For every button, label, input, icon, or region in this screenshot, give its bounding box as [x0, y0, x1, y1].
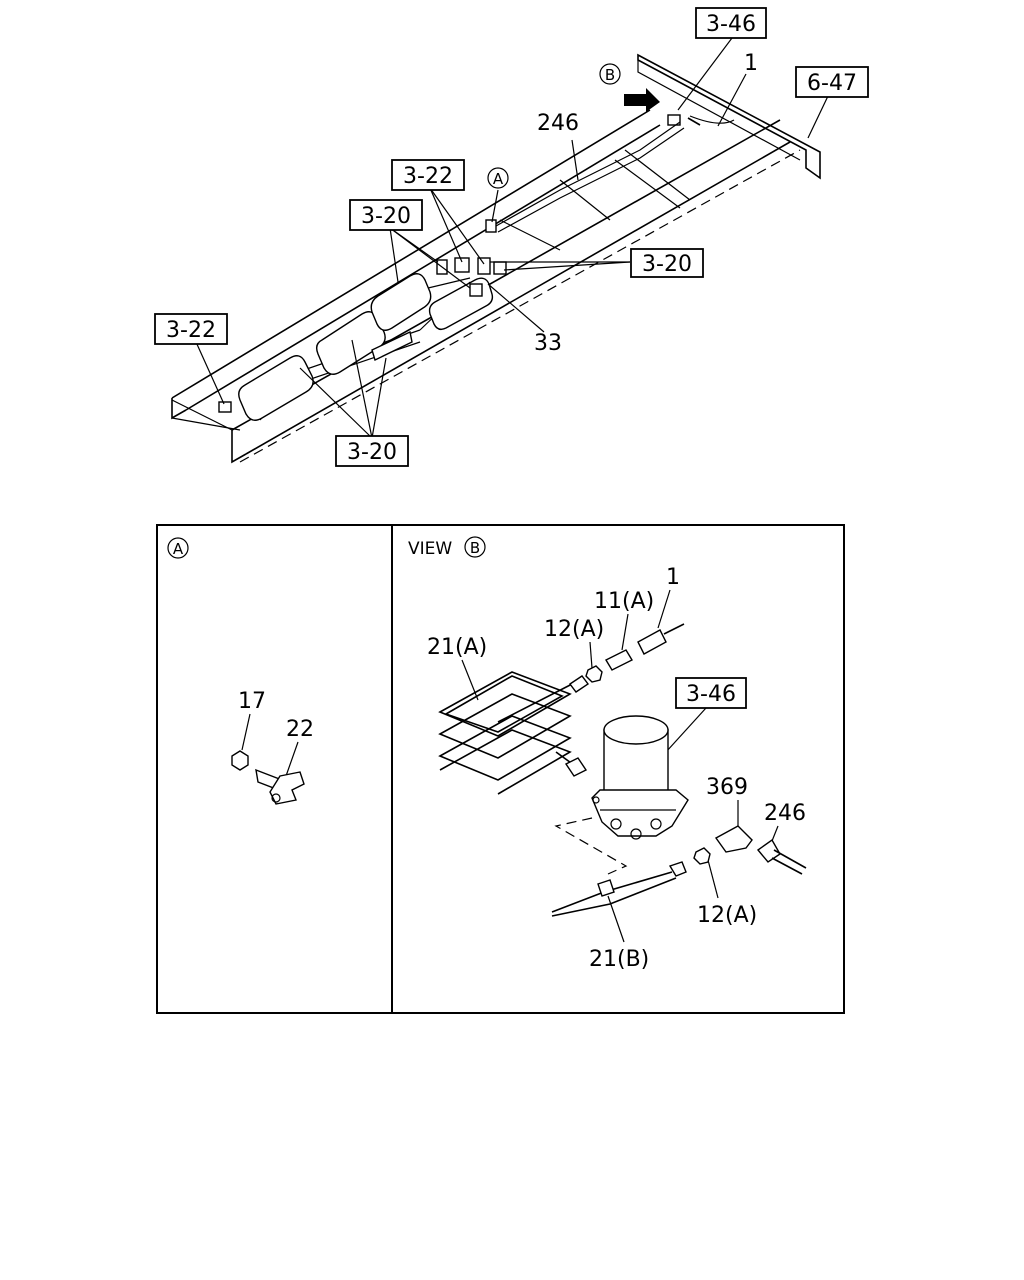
view-b-arrow	[624, 88, 660, 112]
callout-246: 246	[537, 111, 579, 136]
svg-text:3-22: 3-22	[403, 164, 453, 189]
label-12a-top: 12(A)	[544, 617, 604, 642]
label-246: 246	[764, 801, 806, 826]
callout-1: 1	[744, 51, 758, 76]
svg-text:6-47: 6-47	[807, 71, 857, 96]
air-dryer	[591, 715, 689, 840]
panel-b-circle-label: B	[464, 536, 486, 558]
fitting-left	[218, 401, 232, 413]
label-11a: 11(A)	[594, 589, 654, 614]
ref-label-346-panel-b: 3-46	[675, 677, 747, 709]
panel-b: VIEW B 1 11(A) 12(A) 21(A) 369 246 12(A)…	[408, 536, 807, 972]
pipe-21b	[551, 861, 687, 917]
circle-a-marker: A	[487, 167, 509, 189]
panel-a: A 17 22	[167, 537, 314, 805]
ref-label-320-lower: 3-20	[335, 435, 409, 467]
coil-pipe-21a	[438, 671, 579, 795]
label-21a: 21(A)	[427, 635, 487, 660]
ref-label-346-top: 3-46	[695, 7, 767, 39]
svg-text:A: A	[493, 170, 504, 188]
label-21b: 21(B)	[589, 947, 649, 972]
tee-369	[714, 825, 753, 853]
top-leader-lines	[195, 37, 829, 439]
fitting-1	[637, 629, 667, 655]
ref-label-320-upper: 3-20	[349, 199, 423, 231]
svg-text:3-46: 3-46	[686, 682, 736, 707]
label-22: 22	[286, 717, 314, 742]
nut-12a-bottom	[693, 847, 711, 865]
svg-text:B: B	[605, 66, 615, 84]
svg-text:A: A	[173, 540, 184, 558]
label-12a-bottom: 12(A)	[697, 903, 757, 928]
view-b-title: VIEW	[408, 539, 452, 559]
label-369: 369	[706, 775, 748, 800]
detail-panels-border	[156, 524, 845, 1014]
ref-label-647: 6-47	[795, 66, 869, 98]
ref-label-320-right: 3-20	[630, 248, 704, 278]
nut-17	[231, 750, 249, 771]
svg-text:3-20: 3-20	[347, 440, 397, 465]
svg-text:3-20: 3-20	[642, 252, 692, 277]
ref-label-322-upper: 3-22	[391, 159, 465, 191]
union-11a	[605, 649, 633, 671]
circle-b-marker: B	[599, 63, 621, 85]
svg-text:3-46: 3-46	[706, 12, 756, 37]
svg-text:B: B	[470, 539, 480, 557]
ref-label-322-left: 3-22	[154, 313, 228, 345]
air-tanks	[238, 273, 494, 421]
callout-33: 33	[534, 331, 562, 356]
svg-text:3-22: 3-22	[166, 318, 216, 343]
label-17: 17	[238, 689, 266, 714]
label-1: 1	[666, 565, 680, 590]
nut-12a-top	[585, 665, 603, 683]
svg-text:3-20: 3-20	[361, 204, 411, 229]
panel-a-circle-label: A	[167, 537, 189, 559]
